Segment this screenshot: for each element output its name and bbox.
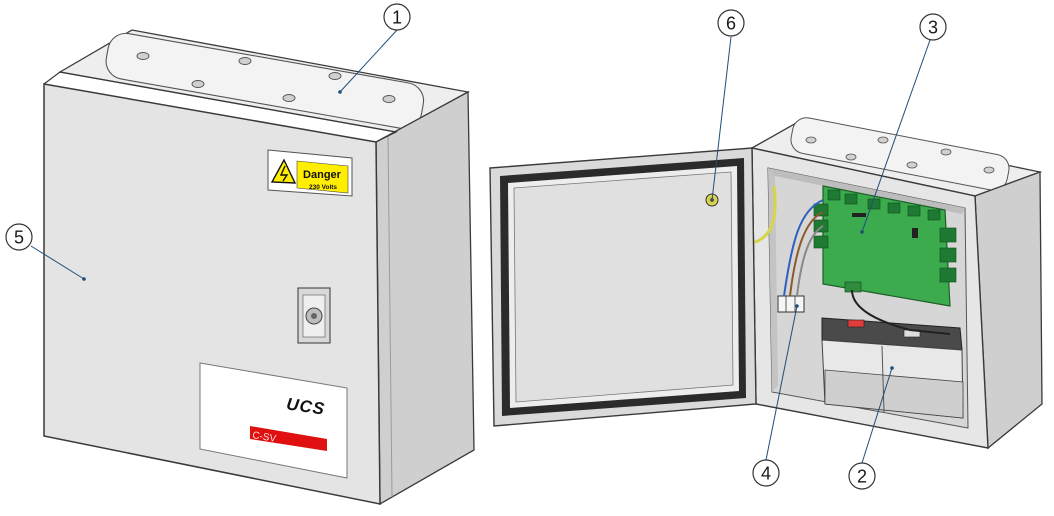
danger-label: Danger 230 Volts — [267, 149, 353, 197]
callout-1-number: 1 — [392, 8, 402, 28]
open-enclosure — [489, 117, 1043, 450]
model-label: C-SV — [252, 430, 278, 445]
danger-label-subtitle: 230 Volts — [309, 184, 337, 191]
terminal-block — [777, 295, 805, 313]
danger-label-title: Danger — [303, 169, 342, 181]
model-bar — [250, 426, 327, 451]
door-lock — [297, 287, 331, 344]
top-gland-plate — [105, 32, 425, 130]
mains-wiring — [783, 199, 824, 297]
callout-dots — [82, 90, 894, 370]
enclosure-right-side — [375, 90, 475, 506]
callout-2-number: 2 — [857, 467, 867, 487]
open-top-screws — [805, 136, 995, 174]
callout-2: 2 — [848, 462, 876, 490]
callout-6-number: 6 — [726, 14, 736, 34]
callout-5-number: 5 — [14, 228, 24, 248]
callout-4-number: 4 — [761, 464, 771, 484]
callout-3-number: 3 — [928, 18, 938, 38]
callout-leaders — [30, 29, 931, 464]
callout-5: 5 — [5, 223, 33, 251]
callout-1: 1 — [383, 3, 411, 31]
callout-4: 4 — [752, 459, 780, 487]
closed-enclosure: Danger 230 Volts UCS C-SV — [43, 29, 475, 506]
standby-battery — [821, 289, 964, 419]
enclosure-door-open — [489, 147, 757, 427]
high-voltage-warning-icon — [270, 158, 297, 184]
top-screws — [136, 52, 396, 103]
door-nameplate: UCS C-SV — [199, 362, 348, 479]
callout-6: 6 — [717, 9, 745, 37]
callout-3: 3 — [919, 13, 947, 41]
control-pcb — [813, 185, 957, 307]
